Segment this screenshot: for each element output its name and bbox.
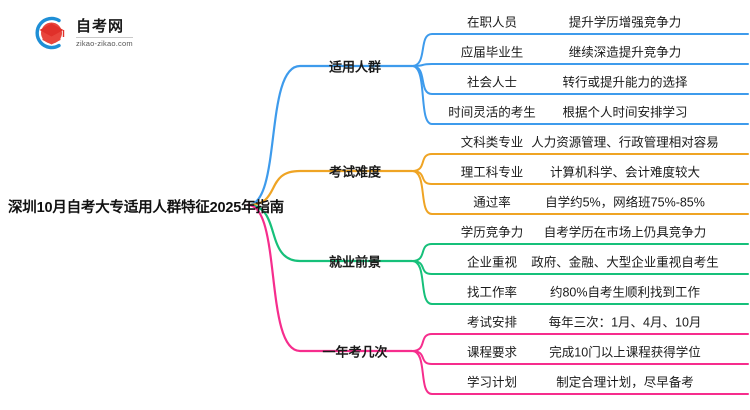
leaf-value: 自学约5%，网络班75%-85% xyxy=(545,195,705,210)
site-logo: 自考网 zikao-zikao.com xyxy=(28,12,178,54)
branch-group-4 xyxy=(246,203,749,395)
graduation-cap-logo-icon xyxy=(28,13,70,53)
leaf-connector-line xyxy=(411,63,749,67)
leaf-key[interactable]: 理工科专业 xyxy=(460,165,524,180)
leaf-key[interactable]: 找工作率 xyxy=(466,285,518,300)
branch-trunk-line xyxy=(246,64,414,207)
branch-label-2[interactable]: 考试难度 xyxy=(328,164,382,180)
branch-trunk-line xyxy=(246,203,414,263)
leaf-key[interactable]: 社会人士 xyxy=(466,75,518,90)
leaf-connector-line xyxy=(411,170,749,215)
leaf-key[interactable]: 文科类专业 xyxy=(460,135,524,150)
logo-domain: zikao-zikao.com xyxy=(76,38,133,48)
branch-label-1[interactable]: 适用人群 xyxy=(328,59,382,75)
leaf-value: 自考学历在市场上仍具竞争力 xyxy=(543,225,707,240)
leaf-value: 每年三次：1月、4月、10月 xyxy=(548,315,702,330)
branch-group-1 xyxy=(246,33,749,207)
logo-wordmark: 自考网 zikao-zikao.com xyxy=(76,19,133,48)
leaf-key[interactable]: 应届毕业生 xyxy=(460,45,524,60)
leaf-value: 转行或提升能力的选择 xyxy=(562,75,688,90)
logo-title: 自考网 xyxy=(76,17,125,35)
leaf-value: 制定合理计划，尽早备考 xyxy=(556,375,694,390)
leaf-value: 约80%自考生顺利找到工作 xyxy=(549,285,701,300)
branch-label-4[interactable]: 一年考几次 xyxy=(322,344,388,360)
page-title: 深圳10月自考大专适用人群特征2025年指南 xyxy=(8,200,284,216)
branch-group-2 xyxy=(246,153,749,215)
leaf-key[interactable]: 通过率 xyxy=(473,195,511,210)
leaf-key[interactable]: 课程要求 xyxy=(466,345,518,360)
leaf-value: 继续深造提升竞争力 xyxy=(568,45,682,60)
logo-divider xyxy=(76,36,133,38)
leaf-value: 计算机科学、会计难度较大 xyxy=(549,165,701,180)
leaf-connector-line xyxy=(411,65,749,125)
branch-group-3 xyxy=(246,203,749,305)
leaf-connector-line xyxy=(411,350,749,395)
branch-label-3[interactable]: 就业前景 xyxy=(328,254,382,270)
leaf-value: 提升学历增强竞争力 xyxy=(568,15,682,30)
leaf-key[interactable]: 企业重视 xyxy=(466,255,518,270)
leaf-value: 完成10门以上课程获得学位 xyxy=(549,345,701,360)
leaf-key[interactable]: 在职人员 xyxy=(466,15,518,30)
leaf-connector-line xyxy=(411,260,749,305)
leaf-connector-line xyxy=(411,33,749,67)
branch-trunk-line xyxy=(246,203,414,353)
leaf-key[interactable]: 考试安排 xyxy=(466,315,518,330)
leaf-key[interactable]: 时间灵活的考生 xyxy=(448,105,536,120)
leaf-key[interactable]: 学习计划 xyxy=(466,375,518,390)
leaf-value: 政府、金融、大型企业重视自考生 xyxy=(531,255,719,270)
leaf-value: 人力资源管理、行政管理相对容易 xyxy=(531,135,719,150)
leaf-key[interactable]: 学历竞争力 xyxy=(460,225,524,240)
branch-trunk-line xyxy=(246,169,414,207)
leaf-value: 根据个人时间安排学习 xyxy=(562,105,688,120)
